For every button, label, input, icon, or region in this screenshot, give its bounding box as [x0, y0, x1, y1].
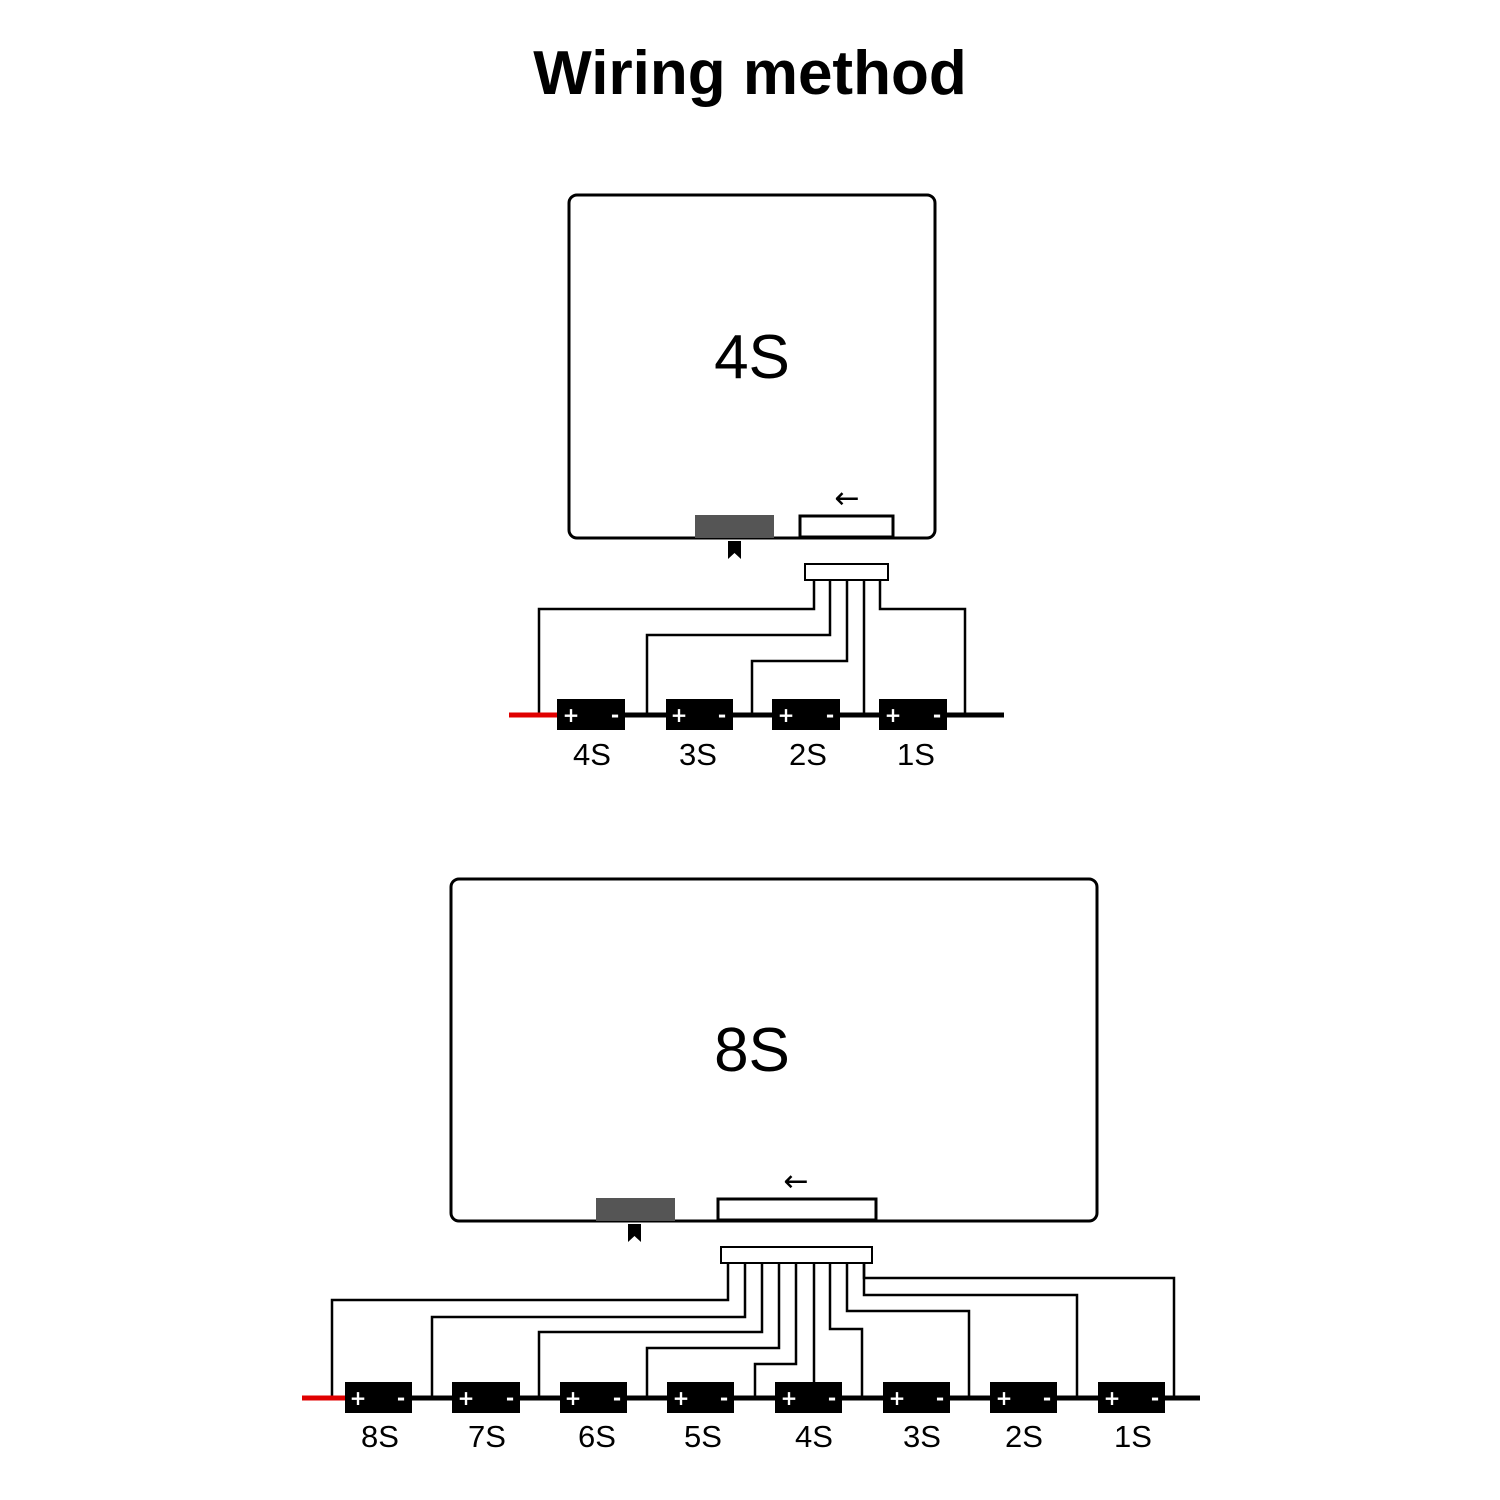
positive-sign: + [1104, 1386, 1121, 1410]
positive-sign: + [458, 1386, 475, 1410]
power-port-8s [596, 1198, 675, 1221]
positive-sign: + [350, 1386, 367, 1410]
board-label-8s: 8S [714, 1016, 790, 1085]
positive-sign: + [889, 1386, 906, 1410]
negative-sign: - [720, 1386, 728, 1410]
negative-sign: - [397, 1386, 405, 1410]
cell-label: 7S [468, 1419, 506, 1454]
negative-sign: - [1151, 1386, 1159, 1410]
positive-sign: + [673, 1386, 690, 1410]
cell-8-8s: + - 1S [1098, 1382, 1165, 1454]
cell-3-8s: + - 6S [560, 1382, 627, 1454]
cell-3-4s: + - 2S [772, 699, 840, 772]
cell-label: 4S [795, 1419, 833, 1454]
cell-7-8s: + - 2S [990, 1382, 1057, 1454]
cell-2-4s: + - 3S [666, 699, 733, 772]
cell-label: 3S [679, 737, 717, 772]
arrow-left-icon: ← [783, 1164, 808, 1199]
cell-6-8s: + - 3S [883, 1382, 950, 1454]
negative-sign: - [718, 703, 726, 727]
positive-sign: + [781, 1386, 798, 1410]
positive-sign: + [885, 703, 902, 727]
cell-label: 1S [1114, 1419, 1152, 1454]
balance-plug-8s [720, 1246, 873, 1264]
cell-label: 3S [903, 1419, 941, 1454]
diagram-8s: 8S ← + [302, 877, 1200, 1454]
negative-sign: - [826, 703, 834, 727]
cell-4-8s: + - 5S [667, 1382, 734, 1454]
balance-socket-8s [716, 1197, 878, 1222]
cell-5-8s: + - 4S [775, 1382, 842, 1454]
cell-1-4s: + - 4S [557, 699, 625, 772]
positive-sign: + [778, 703, 795, 727]
balance-socket-4s [798, 514, 895, 539]
positive-sign: + [996, 1386, 1013, 1410]
negative-sign: - [936, 1386, 944, 1410]
negative-sign: - [613, 1386, 621, 1410]
positive-sign: + [563, 703, 580, 727]
cell-4-4s: + - 1S [879, 699, 947, 772]
cell-label: 5S [684, 1419, 722, 1454]
diagram-title: Wiring method [533, 39, 967, 108]
cell-label: 8S [361, 1419, 399, 1454]
negative-sign: - [828, 1386, 836, 1410]
cell-label: 1S [897, 737, 935, 772]
bookmark-marker-icon [728, 541, 741, 559]
balance-wires-8s [330, 1263, 1176, 1398]
diagram-4s: 4S ← + - 4S + - 3S [509, 193, 1004, 772]
balance-plug-4s [804, 563, 889, 581]
negative-sign: - [611, 703, 619, 727]
negative-sign: - [506, 1386, 514, 1410]
positive-sign: + [565, 1386, 582, 1410]
cell-label: 6S [578, 1419, 616, 1454]
cell-label: 2S [789, 737, 827, 772]
negative-sign: - [1043, 1386, 1051, 1410]
positive-sign: + [671, 703, 688, 727]
cell-2-8s: + - 7S [452, 1382, 520, 1454]
balance-wires-4s [537, 580, 967, 715]
bookmark-marker-icon [628, 1224, 641, 1242]
cell-1-8s: + - 8S [345, 1382, 412, 1454]
cell-label: 2S [1005, 1419, 1043, 1454]
power-port-4s [695, 515, 774, 538]
board-label-4s: 4S [714, 323, 790, 392]
negative-sign: - [933, 703, 941, 727]
arrow-left-icon: ← [834, 481, 859, 516]
cell-label: 4S [573, 737, 611, 772]
